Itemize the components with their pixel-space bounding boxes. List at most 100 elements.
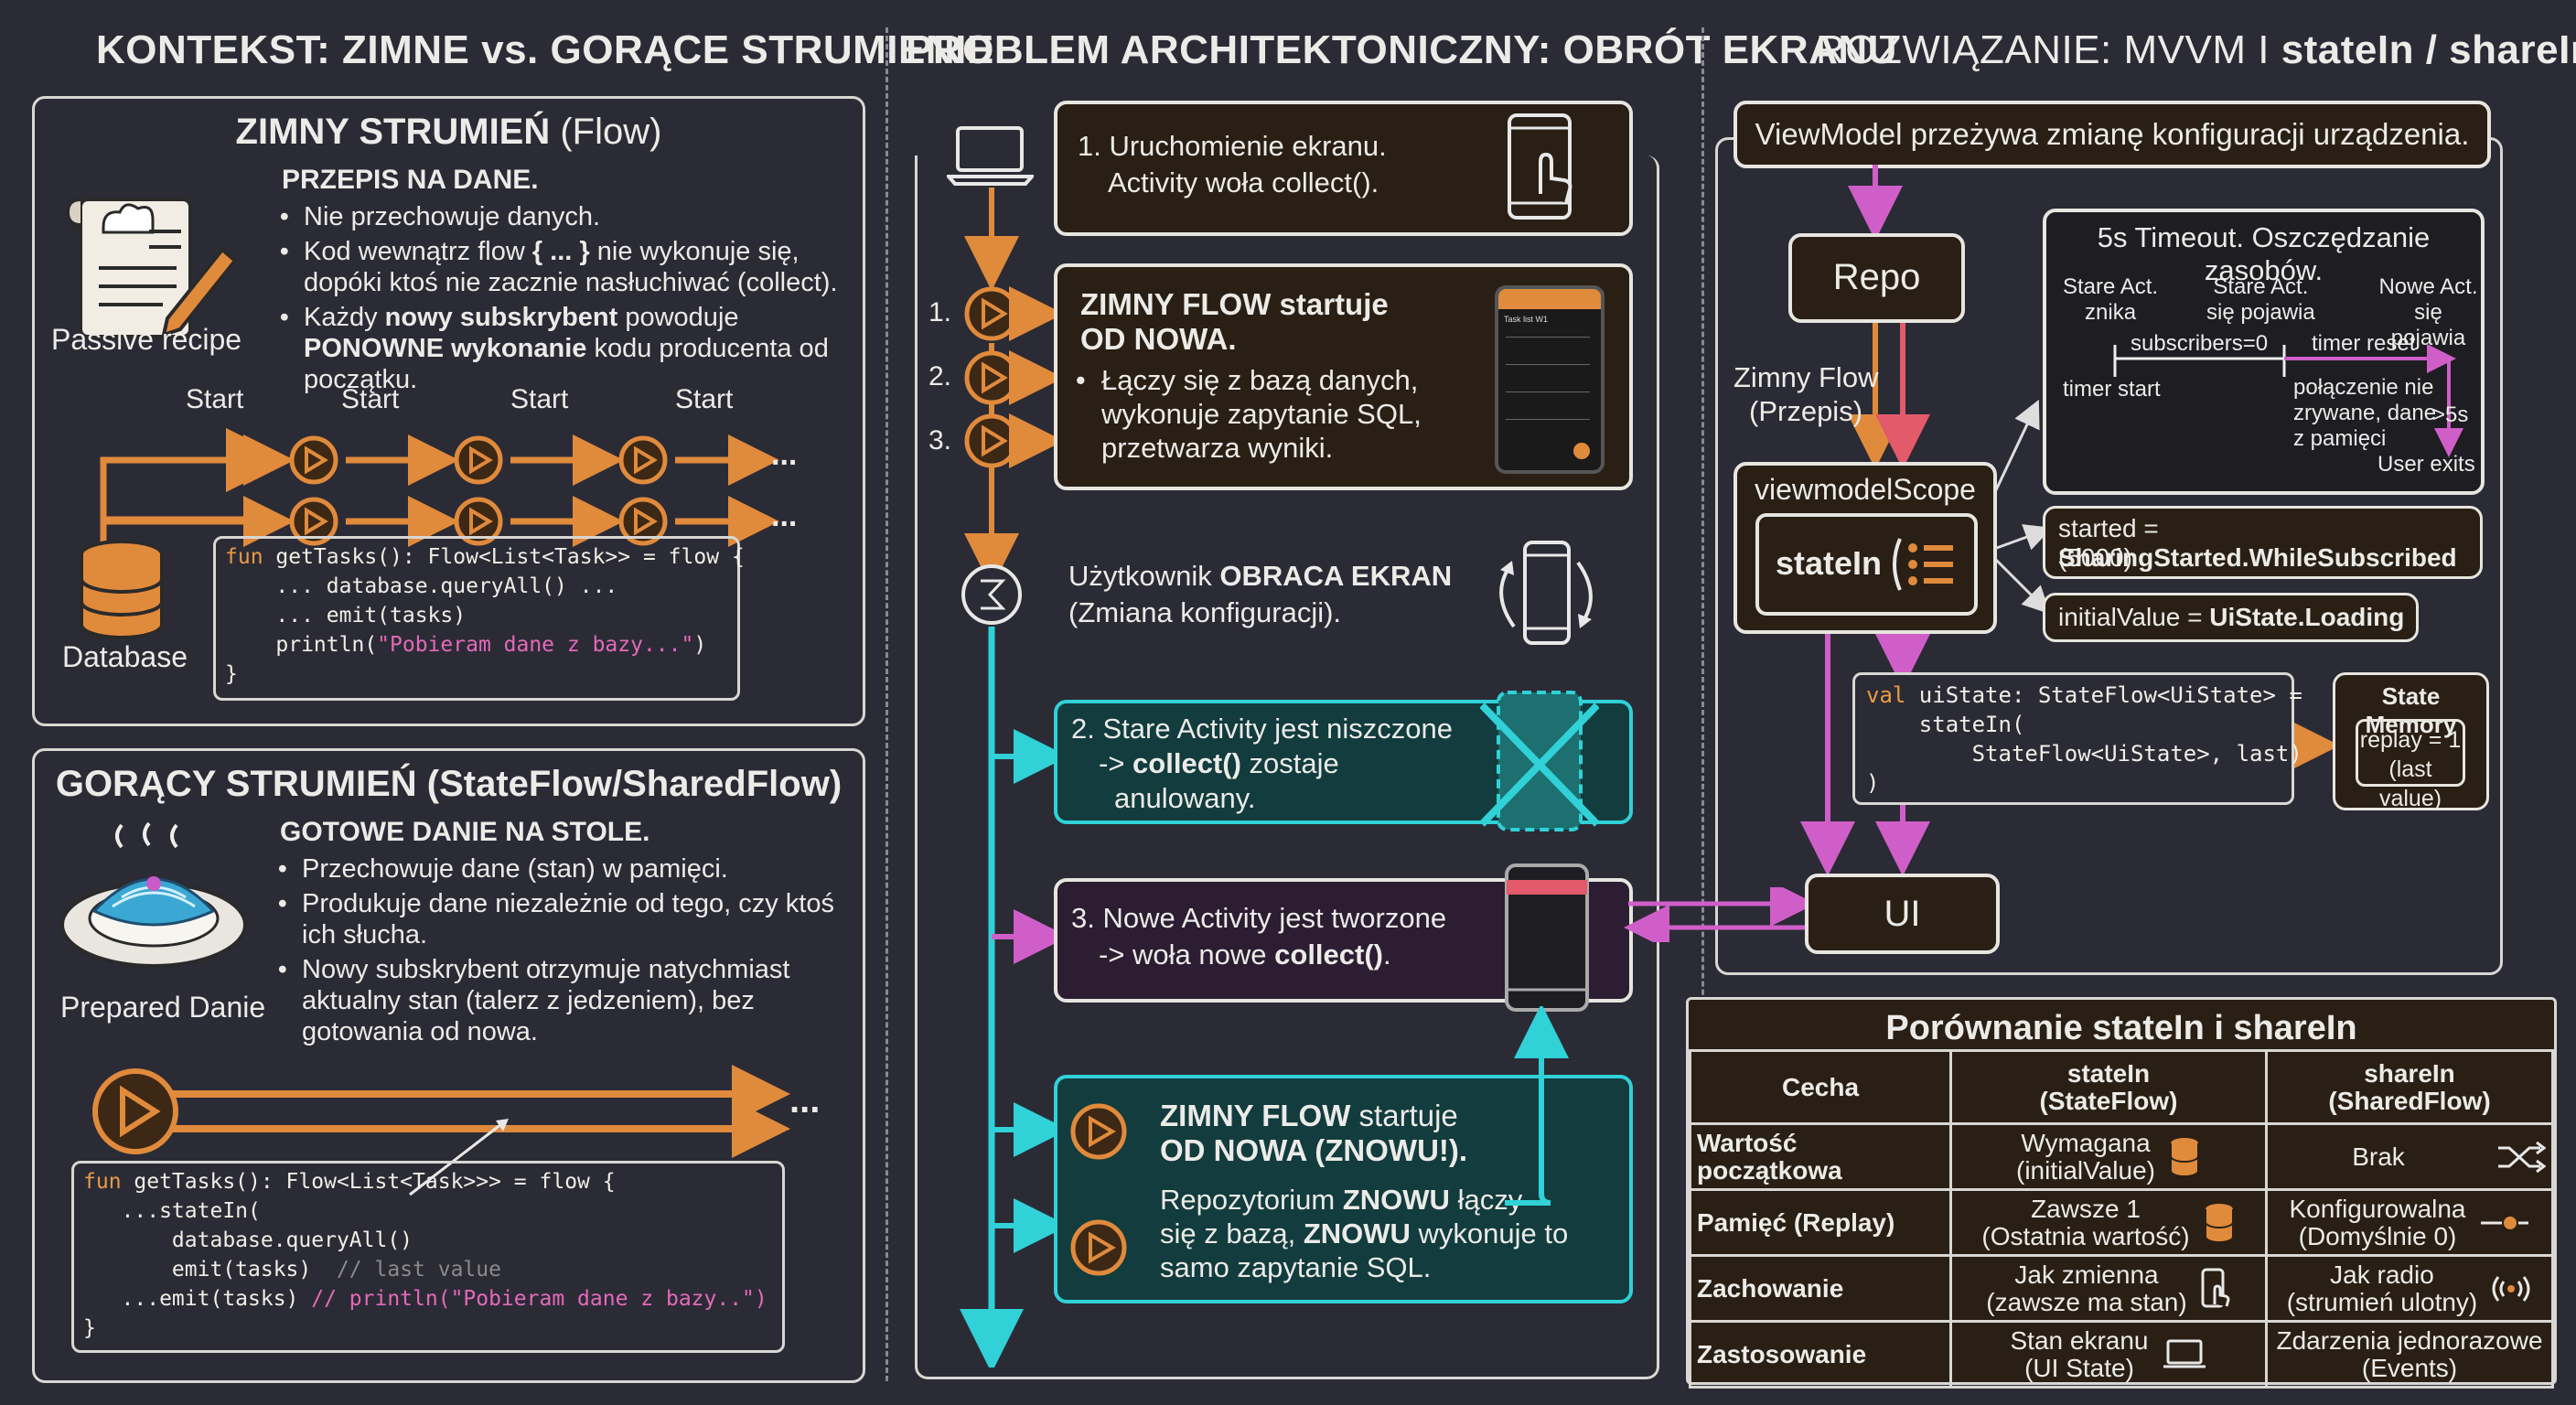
cold-dots-1: ... (771, 437, 798, 472)
launch-text-1: 1. Uruchomienie ekranu. (1078, 130, 1387, 162)
launch-screen-box: 1. Uruchomienie ekranu. Activity woła co… (1054, 101, 1633, 236)
row-label: Wartość początkowa (1689, 1122, 1952, 1191)
database-icon (80, 540, 164, 639)
cold-flow-start-bullets: Łączy się z bazą danych, wykonuje zapyta… (1078, 363, 1449, 468)
cold-flow-lines (100, 434, 779, 556)
again-text-2: się z bazą, ZNOWU wykonuje to (1160, 1217, 1568, 1250)
rotate-text-b: OBRACA EKRAN (1219, 560, 1453, 592)
separator-left (886, 27, 888, 1381)
rotate-text-2: (Zmiana konfiguracji). (1068, 596, 1342, 628)
comparison-title: Porównanie stateIn i shareIn (1885, 1009, 2357, 1047)
user-exits-label: User exits (2377, 452, 2475, 477)
statein-b: (UI State) (2024, 1353, 2134, 1382)
start-label-4: Start (675, 384, 734, 414)
sharein-b: (Events) (2361, 1353, 2458, 1382)
statein-b: (Ostatnia wartość) (1981, 1221, 2190, 1250)
cold-subtitle: PRZEPIS NA DANE. (282, 165, 539, 195)
cold-bullet3-a: Każdy (304, 303, 385, 332)
code-line-1: getTasks(): Flow<List<Task>> = flow { (263, 545, 745, 569)
old-act2-b: się pojawia (2206, 300, 2315, 325)
hot-code-kw: fun (83, 1170, 122, 1194)
cold-flow-again-box: ZIMNY FLOW startuje OD NOWA (ZNOWU!). Re… (1054, 1075, 1633, 1303)
destroyed-phone-icon (1480, 691, 1599, 831)
database-label: Database (62, 640, 188, 673)
hot-code-comment: // last value (336, 1258, 501, 1282)
fab-button (1573, 443, 1590, 459)
state-memory-inner: replay = 1 (last value) (2356, 719, 2465, 811)
radio-waves-icon (2492, 1275, 2530, 1302)
cold-bullet3-c: powoduje (617, 303, 739, 332)
step-number-1: 1. (928, 297, 952, 327)
statein-label: stateIn (1776, 544, 1883, 582)
comparison-row: Pamięć (Replay) Zawsze 1(Ostatnia wartoś… (1689, 1188, 2554, 1257)
started-param-box: started = SharingStarted.WhileSubscribed… (2043, 506, 2483, 579)
database-icon (2204, 1203, 2234, 1243)
created-dot: . (1383, 938, 1391, 971)
task-row (1506, 419, 1590, 421)
statein-b: (zawsze ma stan) (1986, 1287, 2187, 1316)
again-text-3: samo zapytanie SQL. (1160, 1251, 1432, 1283)
sharein-cell-content: Brak (2273, 1141, 2546, 1174)
code-line-4b: ) (693, 633, 707, 657)
started-param-2: (5000) (2058, 543, 2132, 572)
solution-title-strong: stateIn / shareIn (2281, 27, 2576, 72)
sharein-a: Jak radio (2330, 1260, 2434, 1289)
old-act-a: Stare Act. (2063, 274, 2159, 299)
hot-stream-panel: GORĄCY STRUMIEŃ (StateFlow/SharedFlow) P… (32, 748, 865, 1383)
task-list-phone-title: Task list W1 (1504, 315, 1549, 324)
sharein-cell-content: Jak radio(strumień ulotny) (2273, 1260, 2546, 1316)
cold-bullet-3: Każdy nowy subskrybent powoduje PONOWNE … (304, 302, 871, 395)
created-text-2: -> woła nowe collect(). (1099, 938, 1391, 971)
comparison-row: Zachowanie Jak zmienna(zawsze ma stan) J… (1689, 1254, 2554, 1323)
hot-code-line-2: ...stateIn( (83, 1199, 261, 1223)
rotate-text-a: Użytkownik (1068, 560, 1220, 592)
repo-box: Repo (1788, 233, 1965, 323)
statein-cell-content: Jak zmienna(zawsze ma stan) (1958, 1260, 2259, 1316)
code-line-5: } (225, 662, 238, 686)
sharein-cell: Konfigurowalna(Domyślnie 0) (2265, 1188, 2554, 1257)
new-act-a: Nowe Act. (2378, 274, 2478, 299)
conn-b: zrywane, dane (2293, 401, 2437, 425)
cold-code-block: fun getTasks(): Flow<List<Task>> = flow … (213, 536, 745, 701)
hot-code-line-1: getTasks(): Flow<List<Task>>> = flow { (121, 1170, 616, 1194)
task-row (1506, 391, 1590, 393)
again-e: ZNOWU (1342, 1184, 1450, 1216)
statein-a: Wymagana (2021, 1128, 2151, 1157)
start-label-2: Start (341, 384, 400, 414)
cold-bullet-1: Nie przechowuje danych. (304, 201, 871, 232)
comparison-header-row: Cecha stateIn (StateFlow) shareIn (Share… (1689, 1049, 2554, 1125)
rotate-phone-icon (1499, 541, 1593, 645)
sharein-cell-content: Konfigurowalna(Domyślnie 0) (2273, 1195, 2546, 1250)
initial-value-text: initialValue = UiState.Loading (2058, 603, 2404, 632)
hot-bullet-3: Nowy subskrybent otrzymuje natychmiast a… (302, 954, 874, 1047)
cold-bullet-2: Kod wewnątrz flow { ... } nie wykonuje s… (304, 236, 871, 298)
database-icon (2170, 1137, 2199, 1177)
statein-cell-content: Zawsze 1(Ostatnia wartość) (1958, 1195, 2259, 1250)
statein-operator-box[interactable]: stateIn (1755, 513, 1978, 616)
initial-value-box: initialValue = UiState.Loading (2043, 593, 2419, 642)
hot-bullet-2: Produkuje dane niezależnie od tego, czy … (302, 888, 874, 950)
cold-title-rest: (Flow) (550, 112, 662, 152)
timer-start-label: timer start (2063, 377, 2161, 402)
statein-a: Stan ekranu (2010, 1325, 2149, 1355)
cold-flow-label-1: Zimny Flow (1733, 361, 1879, 393)
sharein-cell: Brak (2265, 1122, 2554, 1191)
comparison-panel: Porównanie stateIn i shareIn Cecha state… (1686, 997, 2557, 1389)
statein-cell: Jak zmienna(zawsze ma stan) (1949, 1254, 2268, 1323)
comparison-header-feature: Cecha (1689, 1049, 1952, 1125)
hot-subtitle: GOTOWE DANIE NA STOLE. (280, 817, 650, 847)
old-act2-a: Stare Act. (2213, 274, 2309, 299)
destroyed-text-3: anulowany. (1114, 782, 1256, 814)
problem-flow-arrows (960, 188, 1061, 1367)
sharein-cell: Zdarzenia jednorazowe(Events) (2265, 1320, 2554, 1389)
again-g: się z bazą, (1160, 1217, 1304, 1249)
comparison-header-statein: stateIn (StateFlow) (1949, 1049, 2268, 1125)
row-label: Zachowanie (1689, 1254, 1952, 1323)
timeout-box: 5s Timeout. Oszczędzanie zasobów. Stare … (2043, 209, 2485, 495)
code-kw: fun (225, 545, 263, 569)
row-label: Pamięć (Replay) (1689, 1188, 1952, 1257)
ui-code-line-1: uiState: StateFlow<UiState> = (1905, 682, 2302, 708)
activity-created-box: 3. Nowe Activity jest tworzone -> woła n… (1054, 863, 1633, 1012)
ui-code-line-3: StateFlow<UiState>, last) (1866, 741, 2302, 767)
viewmodel-scope-label: viewmodelScope (1755, 473, 1976, 506)
